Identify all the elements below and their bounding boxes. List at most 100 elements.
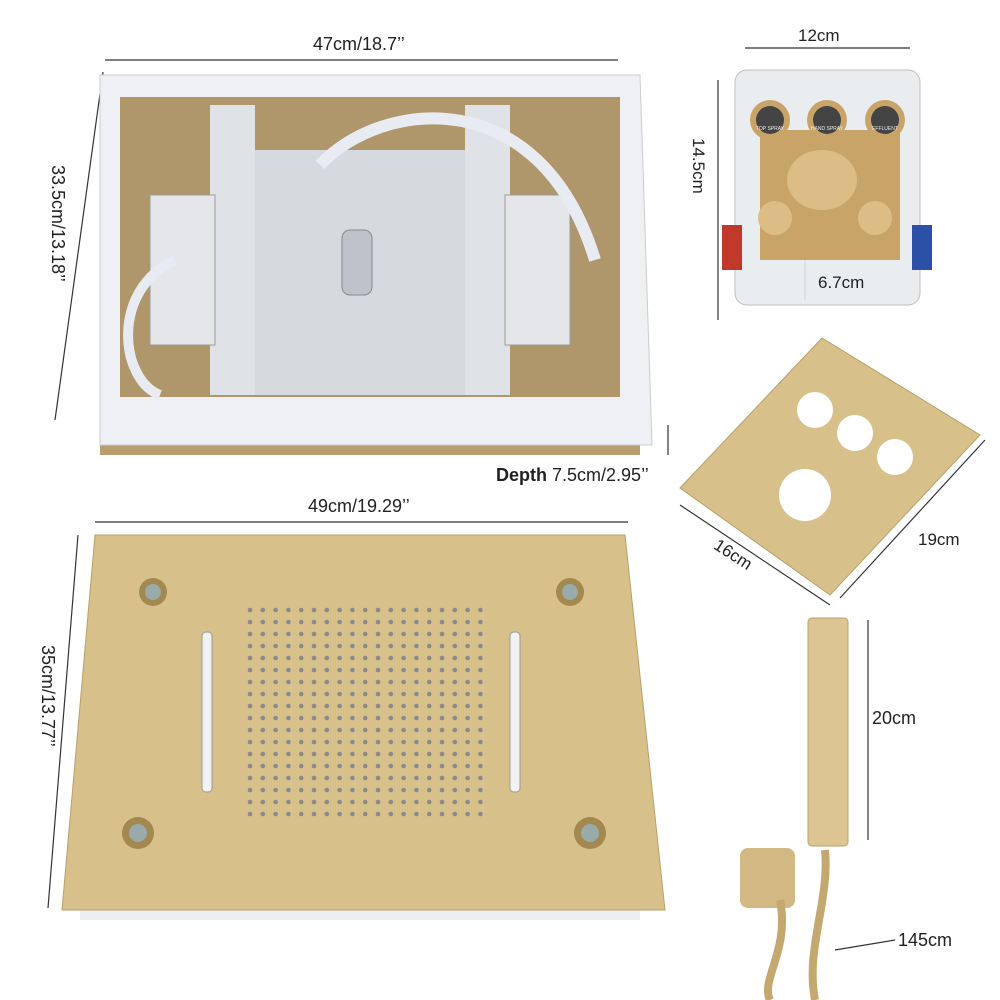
nozzle	[350, 679, 355, 685]
nozzle	[439, 811, 445, 817]
nozzle	[350, 811, 355, 817]
nozzle	[465, 703, 470, 709]
nozzle	[311, 739, 317, 745]
nozzle	[311, 655, 317, 661]
nozzle	[337, 703, 342, 709]
nozzle	[298, 607, 304, 613]
nozzle	[311, 631, 317, 637]
nozzle	[247, 667, 253, 673]
nozzle	[311, 763, 317, 769]
cover-plate	[679, 337, 981, 596]
nozzle	[439, 775, 445, 781]
nozzle	[324, 703, 330, 709]
nozzle	[350, 799, 355, 805]
nozzle	[375, 775, 381, 781]
nozzle	[273, 643, 278, 649]
nozzle	[426, 667, 432, 673]
nozzle	[260, 703, 266, 709]
nozzle	[465, 763, 470, 769]
nozzle	[388, 667, 394, 673]
plate-height-label: 19cm	[918, 530, 960, 549]
nozzle	[388, 739, 394, 745]
nozzle	[401, 763, 406, 769]
nozzle	[388, 751, 394, 757]
nozzle	[286, 631, 291, 637]
nozzle	[298, 799, 304, 805]
nozzle	[375, 715, 381, 721]
nozzle	[337, 775, 342, 781]
panel-height-label: 35cm/13.77’’	[38, 645, 58, 747]
nozzle	[426, 715, 432, 721]
nozzle	[414, 775, 419, 781]
nozzle	[286, 787, 291, 793]
nozzle	[324, 667, 330, 673]
nozzle	[324, 727, 330, 733]
nozzle	[375, 655, 381, 661]
nozzle	[465, 751, 470, 757]
nozzle	[414, 787, 419, 793]
nozzle	[273, 775, 278, 781]
nozzle	[388, 655, 394, 661]
nozzle	[375, 667, 381, 673]
nozzle	[465, 715, 470, 721]
nozzle	[311, 679, 317, 685]
nozzle	[298, 811, 304, 817]
nozzle	[247, 691, 253, 697]
nozzle	[247, 763, 253, 769]
nozzle	[311, 607, 317, 613]
nozzle	[388, 619, 394, 625]
nozzle	[465, 775, 470, 781]
nozzle	[388, 643, 394, 649]
nozzle	[260, 679, 266, 685]
nozzle	[311, 727, 317, 733]
valve-depth-label: 6.7cm	[818, 273, 865, 292]
nozzle	[311, 751, 317, 757]
nozzle	[439, 643, 445, 649]
nozzle	[337, 799, 342, 805]
nozzle	[324, 775, 330, 781]
nozzle	[401, 703, 406, 709]
nozzle	[478, 655, 483, 661]
valve-height-label: 14.5cm	[689, 138, 708, 194]
nozzle	[452, 619, 458, 625]
nozzle	[478, 715, 483, 721]
nozzle	[388, 607, 394, 613]
nozzle	[324, 691, 330, 697]
nozzle	[439, 619, 445, 625]
nozzle	[337, 619, 342, 625]
nozzle	[324, 715, 330, 721]
nozzle	[414, 751, 419, 757]
nozzle	[286, 811, 291, 817]
nozzle	[362, 787, 368, 793]
nozzle	[286, 667, 291, 673]
nozzle	[337, 763, 342, 769]
box-height-label: 33.5cm/13.18’’	[48, 165, 68, 282]
button-label-effluent: EFFLUENT	[872, 126, 898, 132]
nozzle	[401, 811, 406, 817]
button-label-top-spray: TOP SPRAY	[756, 126, 785, 132]
nozzle	[414, 607, 419, 613]
nozzle	[311, 715, 317, 721]
nozzle	[388, 811, 394, 817]
nozzle	[414, 727, 419, 733]
nozzle	[401, 631, 406, 637]
nozzle	[426, 655, 432, 661]
nozzle	[298, 715, 304, 721]
recessed-box	[99, 74, 653, 455]
depth-value: 7.5cm/2.95’’	[552, 465, 649, 485]
nozzle	[362, 727, 368, 733]
nozzle	[362, 643, 368, 649]
nozzle	[298, 667, 304, 673]
nozzle	[337, 811, 342, 817]
nozzle	[452, 631, 458, 637]
nozzle	[273, 739, 278, 745]
nozzle	[337, 643, 342, 649]
nozzle	[478, 691, 483, 697]
nozzle	[439, 787, 445, 793]
nozzle	[273, 811, 278, 817]
nozzle	[452, 667, 458, 673]
nozzle	[350, 775, 355, 781]
nozzle	[388, 631, 394, 637]
nozzle	[362, 775, 368, 781]
nozzle	[478, 607, 483, 613]
